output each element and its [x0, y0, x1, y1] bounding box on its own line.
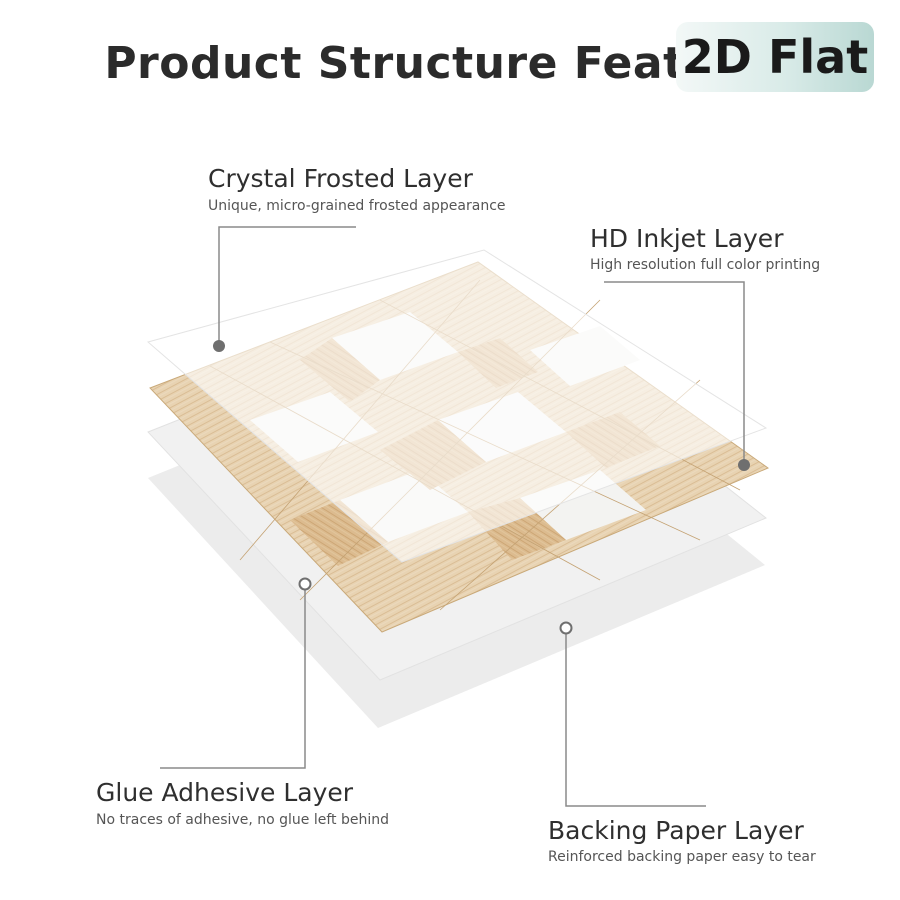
backing-marker-dot	[559, 621, 573, 635]
glue-layer-title: Glue Adhesive Layer	[96, 778, 354, 807]
frosted-layer-subtitle: Unique, micro-grained frosted appearance	[208, 198, 506, 214]
inkjet-layer-title: HD Inkjet Layer	[590, 224, 784, 253]
frosted-marker-dot	[213, 340, 225, 352]
frosted-layer-title: Crystal Frosted Layer	[208, 164, 473, 193]
leader-dots	[213, 340, 750, 635]
flat-2d-badge: 2D Flat	[676, 22, 874, 92]
backing-layer-title: Backing Paper Layer	[548, 816, 804, 845]
backing-layer-subtitle: Reinforced backing paper easy to tear	[548, 849, 816, 865]
frosted-sheet	[146, 249, 768, 563]
inkjet-layer-subtitle: High resolution full color printing	[590, 257, 821, 273]
glue-marker-dot	[298, 577, 312, 591]
leader-lines	[160, 226, 745, 807]
inkjet-marker-dot	[738, 459, 750, 471]
glue-layer-subtitle: No traces of adhesive, no glue left behi…	[96, 812, 389, 828]
